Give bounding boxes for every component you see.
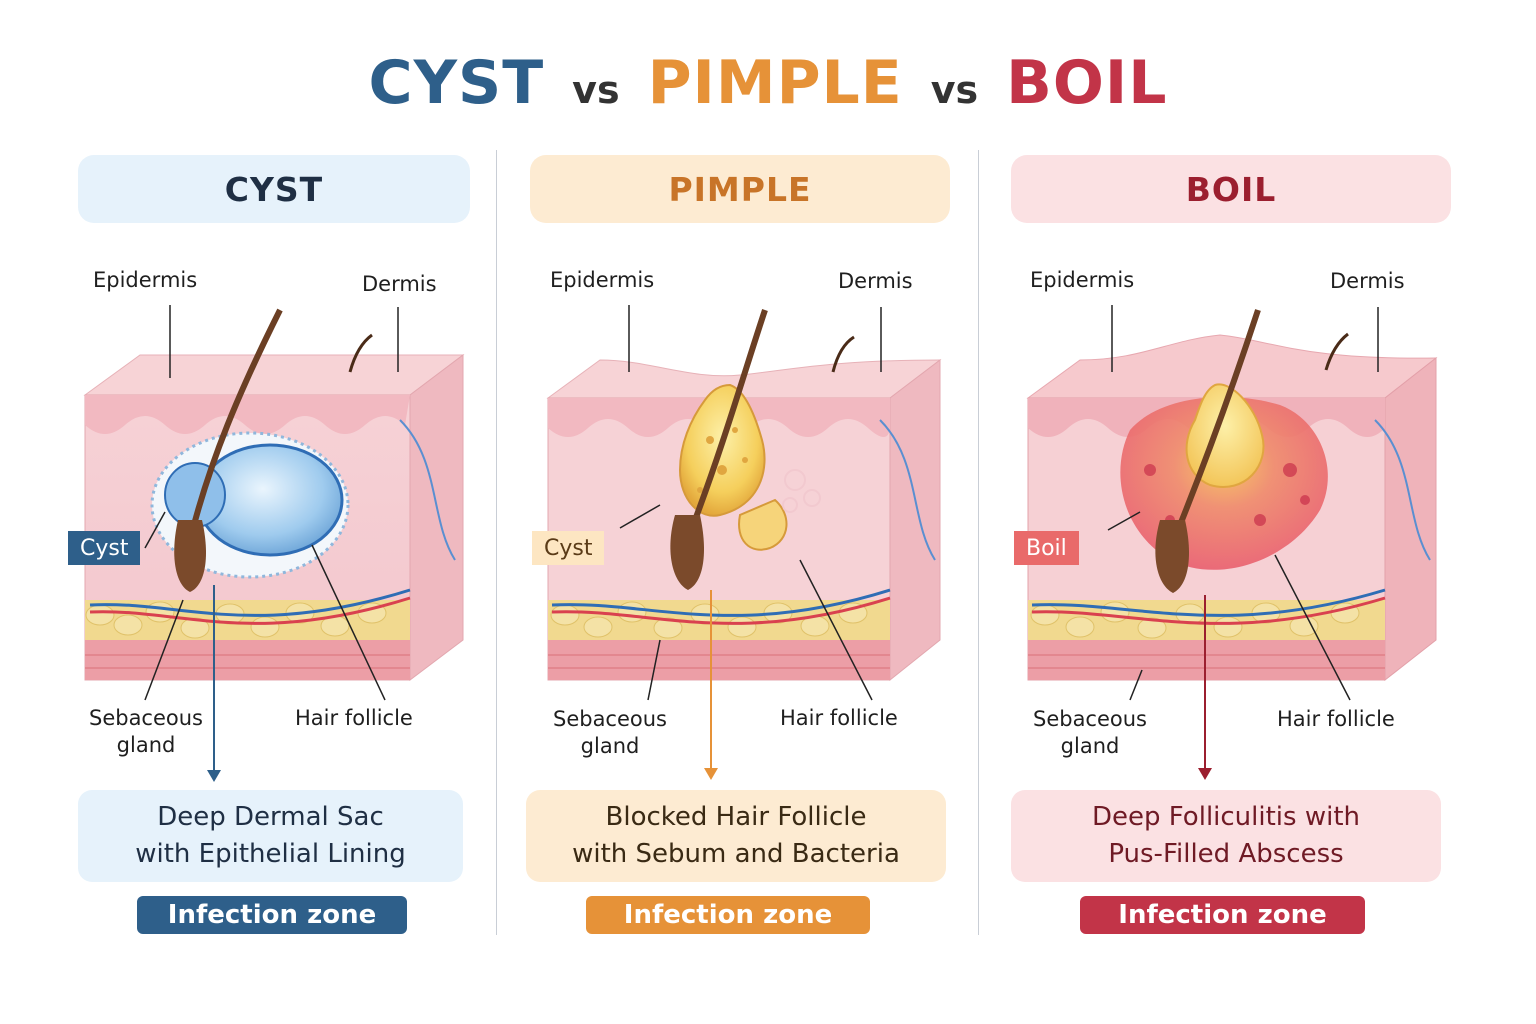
label-hair-follicle: Hair follicle <box>780 706 898 730</box>
panel-pimple: PIMPLE <box>526 155 950 934</box>
leader-lines <box>144 305 399 701</box>
boil-tag: Boil <box>1014 531 1079 565</box>
description-line-2: with Sebum and Bacteria <box>572 839 900 869</box>
label-hair-follicle: Hair follicle <box>1277 707 1395 731</box>
panel-cyst: CYST <box>0 0 496 1024</box>
panel-heading: CYST <box>78 155 470 223</box>
panel-heading: PIMPLE <box>530 155 950 223</box>
label-sebaceous-gland: Sebaceous gland <box>88 706 203 757</box>
label-sebaceous-gland: Sebaceous gland <box>552 707 667 758</box>
description-box: Deep Dermal Sac with Epithelial Lining <box>78 790 463 882</box>
label-sebaceous-gland: Sebaceous gland <box>1032 707 1147 758</box>
panel-heading: BOIL <box>1011 155 1451 223</box>
label-epidermis: Epidermis <box>1030 268 1135 292</box>
main-title: CYST vs PIMPLE vs BOIL <box>0 48 1536 118</box>
title-pimple: PIMPLE <box>647 48 903 118</box>
cyst-tag: Cyst <box>68 531 141 565</box>
pimple-skin-illustration <box>546 305 942 780</box>
description-line-1: Blocked Hair Follicle <box>605 802 867 832</box>
label-hair-follicle: Hair follicle <box>295 706 413 730</box>
cyst-skin-illustration <box>83 305 465 782</box>
hair-follicle-shape <box>174 308 373 592</box>
infection-zone-badge: Infection zone <box>137 896 407 934</box>
description-box: Deep Folliculitis with Pus-Filled Absces… <box>1011 790 1441 882</box>
title-cyst: CYST <box>368 48 545 118</box>
divider-right <box>978 150 979 935</box>
title-boil: BOIL <box>1006 48 1168 118</box>
cyst-tag: Cyst <box>532 531 605 565</box>
hair-follicle-shape <box>670 309 855 590</box>
description-line-2: Pus-Filled Abscess <box>1108 839 1344 869</box>
title-vs-2: vs <box>930 68 979 112</box>
leader-lines <box>1107 305 1379 701</box>
label-epidermis: Epidermis <box>93 268 198 292</box>
label-epidermis: Epidermis <box>550 268 655 292</box>
description-line-1: Deep Folliculitis with <box>1092 802 1360 832</box>
zone-arrow-head <box>207 770 221 782</box>
hair-follicle-shape <box>1155 309 1349 593</box>
label-dermis: Dermis <box>1330 269 1405 293</box>
zone-arrow-head <box>1198 768 1212 780</box>
boil-skin-illustration <box>1026 305 1438 780</box>
divider-left <box>496 150 497 935</box>
description-line-1: Deep Dermal Sac <box>157 802 384 832</box>
label-dermis: Dermis <box>838 269 913 293</box>
label-dermis: Dermis <box>362 272 437 296</box>
infection-zone-badge: Infection zone <box>586 896 870 934</box>
description-line-2: with Epithelial Lining <box>135 839 406 869</box>
zone-arrow-head <box>704 768 718 780</box>
infection-zone-badge: Infection zone <box>1080 896 1365 934</box>
description-box: Blocked Hair Follicle with Sebum and Bac… <box>526 790 946 882</box>
leader-lines <box>619 305 882 701</box>
title-vs-1: vs <box>572 68 620 112</box>
